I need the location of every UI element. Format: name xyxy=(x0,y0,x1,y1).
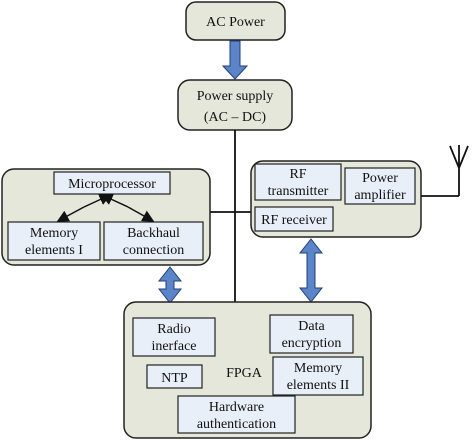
fpga-label: FPGA xyxy=(226,366,263,381)
hardware-auth-block xyxy=(177,395,296,434)
radio-interface-label-2: inerface xyxy=(151,339,196,354)
power-amplifier-label-1: Power xyxy=(362,171,398,186)
power-amplifier-block xyxy=(344,167,416,205)
data-encryption-label-2: encryption xyxy=(282,336,342,351)
radio-interface-block xyxy=(132,317,216,357)
hardware-auth-label-1: Hardware xyxy=(209,400,264,415)
memory1-block xyxy=(7,221,101,261)
backhaul-label-2: connection xyxy=(123,243,184,258)
data-encryption-label-1: Data xyxy=(298,319,325,334)
microprocessor-label: Microprocessor xyxy=(68,177,156,192)
rf-receiver-label: RF receiver xyxy=(261,213,327,228)
ac-to-supply-arrow xyxy=(221,40,249,80)
rf-transmitter-block xyxy=(254,163,342,201)
backhaul-label-1: Backhaul xyxy=(127,226,180,241)
hardware-auth-label-2: authentication xyxy=(197,417,276,432)
uP-to-memory1-arrow-a xyxy=(56,206,85,222)
ntp-block xyxy=(146,364,203,389)
memory2-block xyxy=(272,356,364,396)
rf-transmitter-label-1: RF xyxy=(289,167,306,182)
memory2-label-1: Memory xyxy=(294,361,342,376)
memory1-label-2: elements I xyxy=(25,243,83,258)
radio-interface-label-1: Radio xyxy=(157,322,190,337)
antenna-icon xyxy=(421,145,469,197)
uP-to-backhaul-arrow-a xyxy=(100,193,129,208)
backhaul-block xyxy=(103,221,204,261)
rf-fpga-arrow xyxy=(298,238,324,303)
power-supply-label-1: Power supply xyxy=(197,89,274,104)
processor-fpga-arrow xyxy=(157,266,183,304)
rf-transmitter-label-2: transmitter xyxy=(268,184,329,199)
ac-power-block xyxy=(185,1,286,41)
power-amplifier-label-2: amplifier xyxy=(354,188,406,203)
memory1-label-1: Memory xyxy=(30,226,78,241)
data-encryption-block xyxy=(269,314,354,354)
power-supply-label-2: (AC – DC) xyxy=(204,110,267,125)
rf-receiver-block xyxy=(254,206,334,232)
memory2-label-2: elements II xyxy=(287,378,350,393)
ntp-label: NTP xyxy=(161,371,188,386)
uP-to-backhaul-arrow-b xyxy=(127,206,155,222)
ac-power-label: AC Power xyxy=(206,15,265,30)
